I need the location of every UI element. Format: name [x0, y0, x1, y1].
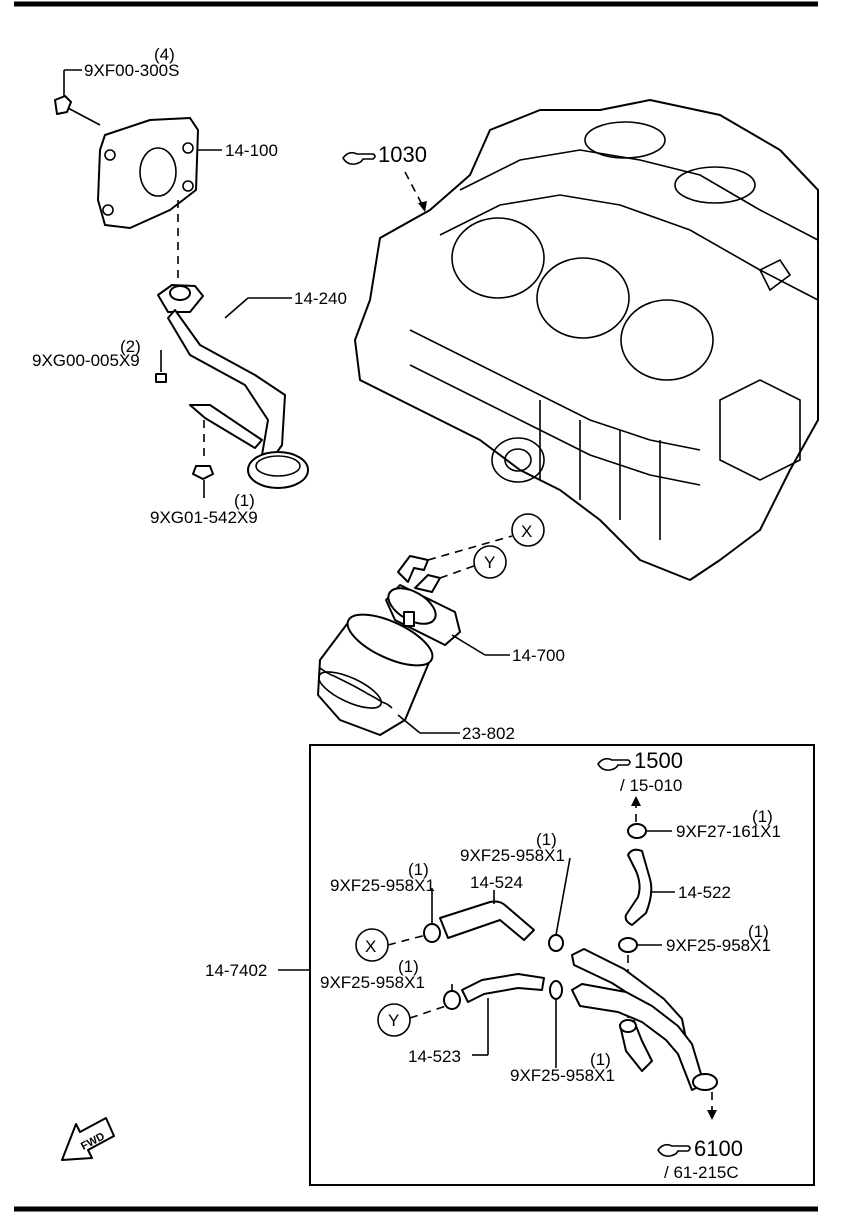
clamp-c-qty-label: (1)	[398, 957, 419, 976]
clamp-522	[618, 937, 638, 953]
oil-pump-label: 14-100	[225, 141, 278, 160]
ref-61215-label: / 61-215C	[664, 1163, 739, 1182]
clamp-522-qty-label: (1)	[748, 922, 769, 941]
clamp-522-pn-label: 9XF25-958X1	[666, 936, 771, 955]
bolt-qty-label: (4)	[154, 45, 175, 64]
oil-cooler	[385, 555, 461, 646]
oil-filter-label: 23-802	[462, 724, 515, 743]
oil-cooler-label: 14-700	[512, 646, 565, 665]
clamp-top-pn-label: 9XF27-161X1	[676, 822, 781, 841]
strainer-bolt-pn-label: 9XG00-005X9	[32, 351, 140, 370]
mark-y-circle: Y	[473, 545, 507, 579]
strainer-bolt-qty-label: (2)	[120, 337, 141, 356]
fwd-arrow-icon: FWD	[61, 1117, 115, 1161]
nut-qty-label: (1)	[234, 491, 255, 510]
mark-y-circle-lower: Y	[377, 1003, 411, 1037]
pipe-assembly	[571, 948, 718, 1091]
clamp-top-qty-label: (1)	[752, 807, 773, 826]
reference-hand-icon	[597, 757, 631, 771]
mark-y-label: Y	[484, 553, 495, 572]
hose-524	[423, 900, 564, 952]
clamp-top	[627, 823, 647, 839]
reference-hand-icon	[342, 151, 376, 165]
assembly-label: 14-7402	[205, 961, 267, 980]
clamp-b-qty-label: (1)	[536, 830, 557, 849]
pump-bolt	[54, 95, 101, 126]
ref-1500-label: 1500	[634, 748, 683, 773]
ref-1500: 1500 / 15-010	[597, 748, 683, 795]
hose-522-label: 14-522	[678, 883, 731, 902]
nut-pn-label: 9XG01-542X9	[150, 508, 258, 527]
hose-523	[443, 973, 563, 1010]
ref-15010-label: / 15-010	[620, 776, 682, 795]
mark-y-lower-label: Y	[388, 1011, 399, 1030]
clamp-c-pn-label: 9XF25-958X1	[320, 973, 425, 992]
oil-strainer	[157, 284, 309, 489]
reference-hand-icon	[657, 1143, 691, 1157]
hose-assembly-frame	[309, 744, 815, 1186]
hose-524-label: 14-524	[470, 873, 523, 892]
ref-1030: 1030	[342, 142, 427, 212]
mark-x-circle: X	[511, 513, 545, 547]
hose-523-label: 14-523	[408, 1047, 461, 1066]
strainer-label: 14-240	[294, 289, 347, 308]
clamp-a-qty-label: (1)	[408, 860, 429, 879]
mark-x-circle-lower: X	[355, 928, 389, 962]
clamp-a-pn-label: 9XF25-958X1	[330, 876, 435, 895]
ref-6100-label: 6100	[694, 1136, 743, 1161]
strainer-nut	[192, 465, 214, 480]
strainer-bolt	[155, 350, 167, 383]
ref-6100: 6100 / 61-215C	[657, 1136, 743, 1182]
bolt-pn-label: 9XF00-300S	[84, 61, 179, 80]
engine-block	[354, 99, 819, 581]
oil-filter	[317, 613, 434, 736]
mark-x-label: X	[521, 522, 532, 541]
clamp-d-pn-label: 9XF25-958X1	[510, 1066, 615, 1085]
clamp-d-qty-label: (1)	[590, 1050, 611, 1069]
oil-pump	[97, 117, 199, 229]
clamp-b-pn-label: 9XF25-958X1	[460, 846, 565, 865]
hose-522	[624, 848, 653, 926]
engine-ref-label: 1030	[378, 142, 427, 167]
mark-x-lower-label: X	[365, 937, 376, 956]
